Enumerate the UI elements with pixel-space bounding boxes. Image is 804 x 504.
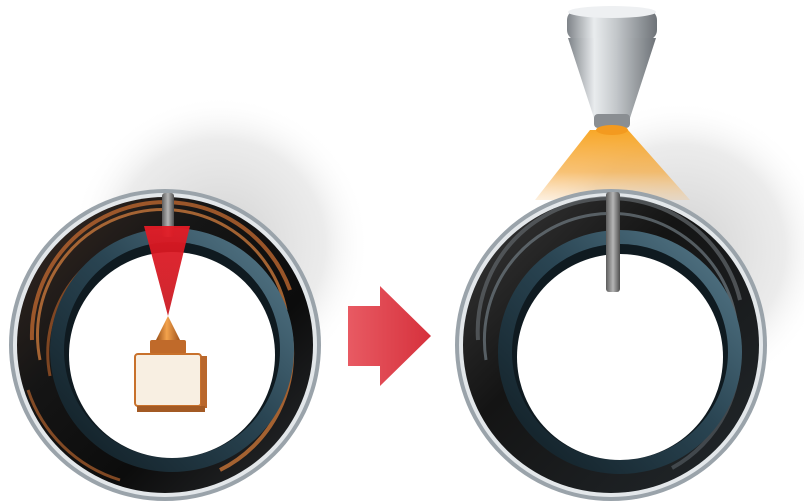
ring-seam — [606, 192, 620, 292]
after-panel — [455, 6, 804, 501]
laser-beam — [144, 226, 190, 316]
spray-fan — [535, 130, 690, 200]
before-panel — [9, 95, 370, 501]
process-arrow-icon — [348, 286, 431, 386]
spray-nozzle-icon — [567, 6, 657, 135]
laser-head-icon — [134, 316, 207, 412]
ring-bore — [517, 254, 723, 460]
